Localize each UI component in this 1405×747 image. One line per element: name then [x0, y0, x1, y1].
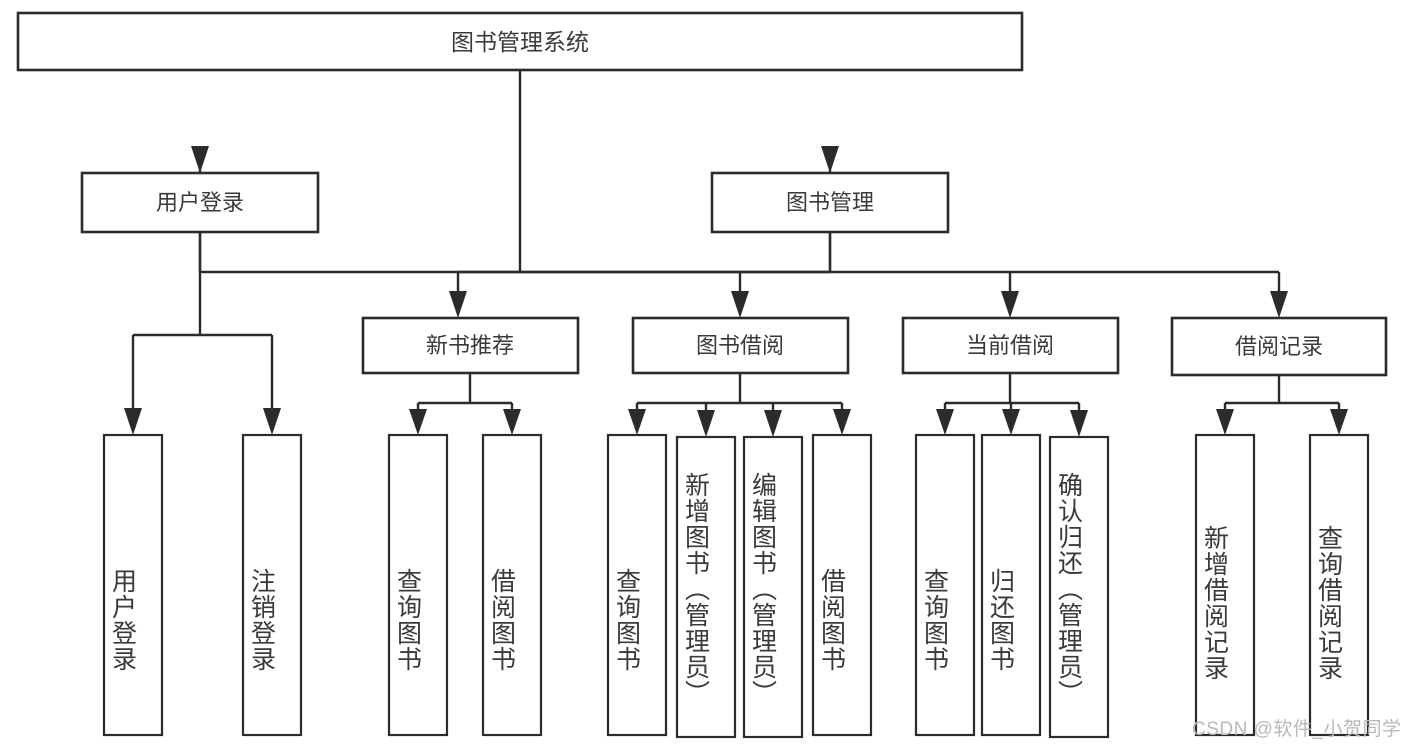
node-leaf-box[interactable] [606, 433, 668, 737]
arrow-head-icon [936, 409, 954, 435]
node-leaf-box[interactable] [914, 433, 976, 737]
arrow-head-icon [1002, 409, 1020, 435]
arrow-head-icon [697, 410, 715, 437]
node-level1-bookmgmt-box[interactable] [710, 171, 950, 234]
node-level2-label-borrow: 图书借阅 [696, 333, 784, 358]
arrow-head-icon [731, 291, 749, 318]
arrow-head-icon [1070, 410, 1088, 437]
node-leaf-box[interactable] [387, 433, 449, 737]
node-leaf-box[interactable] [742, 435, 804, 739]
node-root-label: 图书管理系统 [451, 29, 589, 55]
node-leaf-box[interactable] [1308, 433, 1370, 737]
arrow-head-icon [191, 146, 209, 173]
connector-borrow-to-leaves [628, 373, 851, 437]
arrow-head-icon [409, 409, 427, 435]
node-leaf-box[interactable] [1194, 433, 1256, 737]
connector-current-to-leaves [936, 373, 1088, 437]
node-leaf-box[interactable] [102, 433, 164, 737]
arrow-head-icon [1001, 291, 1019, 318]
node-level2-current-box[interactable] [901, 316, 1120, 375]
arrow-head-icon [449, 291, 467, 318]
arrow-head-icon [821, 146, 839, 173]
arrow-head-icon [263, 408, 281, 435]
node-leaf-box[interactable] [241, 433, 303, 737]
arrow-head-icon [1330, 409, 1348, 435]
connector-bookmgmt-to-level2 [449, 232, 1288, 318]
node-level1-label-userlogin: 用户登录 [156, 190, 244, 215]
node-level2-newbook-box[interactable] [361, 316, 580, 375]
arrow-head-icon [124, 408, 142, 435]
node-leaf-box[interactable] [1048, 435, 1110, 739]
node-level2-record-box[interactable] [1170, 316, 1388, 377]
arrow-head-icon [503, 409, 521, 435]
csdn-watermark: CSDN @软件_小贺同学 [1192, 719, 1402, 740]
node-level2-borrow-box[interactable] [631, 316, 850, 375]
connector-newbook-to-leaves [409, 373, 521, 435]
arrow-head-icon [628, 409, 646, 435]
node-level2-label-current: 当前借阅 [966, 333, 1054, 358]
connector-userlogin-to-leaves [124, 232, 281, 435]
connector-root-to-level1 [191, 70, 839, 274]
node-level1-userlogin-box[interactable] [80, 171, 320, 234]
arrow-head-icon [1216, 409, 1234, 435]
node-leaf-box[interactable] [980, 433, 1042, 737]
node-leaf-box[interactable] [481, 433, 543, 737]
connector-record-to-leaves [1216, 375, 1348, 435]
node-root-box[interactable] [16, 11, 1024, 72]
node-level1-label-bookmgmt: 图书管理 [786, 190, 874, 215]
node-leaf-box[interactable] [675, 435, 737, 739]
arrow-head-icon [1270, 291, 1288, 318]
node-leaf-box[interactable] [811, 433, 873, 737]
node-level2-label-record: 借阅记录 [1235, 334, 1323, 359]
arrow-head-icon [764, 410, 782, 437]
node-level2-label-newbook: 新书推荐 [426, 333, 514, 358]
arrow-head-icon [833, 409, 851, 435]
